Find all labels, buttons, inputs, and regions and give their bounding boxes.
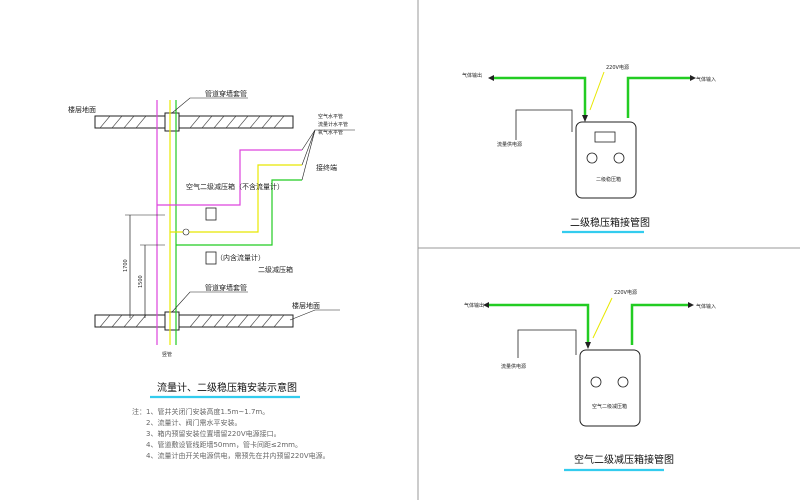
rt-regulator-box: [575, 121, 637, 199]
rb-power-label: 220V电源: [614, 289, 637, 296]
magenta-branch: [157, 149, 302, 206]
rb-power-leader: [592, 297, 613, 339]
top-floor-slab: [94, 115, 294, 129]
right-bottom-diagram: 气体输出 气体输入 220V电源 流量供电源 空气二级减压箱 空气二级减压箱接管…: [464, 289, 716, 472]
lower-regulator-box: [205, 251, 217, 265]
right-top-diagram: 气体输出 气体输入 220V电源 流量供电源 二级稳压箱 二级稳压箱接管图: [462, 64, 716, 234]
lower-regulator-label-2: 二级减压箱: [258, 265, 293, 274]
rt-arrow-left: [488, 75, 494, 81]
rt-power-label: 220V电源: [606, 64, 629, 71]
vertical-pipe-label: 竖管: [162, 351, 172, 358]
leader-sleeve-bottom: [171, 291, 248, 313]
rt-box-label: 二级稳压箱: [596, 176, 621, 183]
note-2: 2、流量计、阀门需水平安装。: [146, 418, 241, 427]
yellow-branch: [170, 164, 302, 233]
rb-gauge-left-icon: [590, 376, 602, 388]
top-sleeve: [164, 112, 180, 132]
rt-power-leader: [589, 71, 605, 111]
note-5: 4、流量计由开关电源供电，需预先在井内预留220V电源。: [146, 451, 330, 460]
air-cable-label-3: 氧气水平管: [318, 129, 343, 136]
leader-floor-bottom: [289, 309, 340, 321]
dim-label-1500: 1500: [138, 275, 144, 288]
note-1: 注：1、管井关闭门安装高度1.5m~1.7m。: [132, 407, 269, 416]
rt-gauge-left-icon: [586, 152, 598, 164]
note-4: 4、管道敷设管线距墙50mm，管卡间距≤2mm。: [146, 440, 302, 449]
rt-green-pipe-in: [492, 76, 587, 118]
rb-box-label: 空气二级减压箱: [592, 403, 627, 410]
bottom-floor-slab: [94, 314, 294, 328]
floor-top-label: 楼层地面: [68, 105, 96, 114]
green-branch: [176, 179, 302, 246]
sleeve-bottom-label: 管道穿墙套管: [205, 283, 247, 292]
lower-regulator-label: （内含流量计）: [216, 253, 265, 262]
rb-gauge-right-icon: [617, 376, 629, 388]
outlet-label: 接终端: [316, 163, 337, 172]
dim-label-1700: 1700: [123, 259, 129, 272]
rb-green-pipe-in: [487, 303, 590, 345]
rb-flow-label: 流量供电源: [501, 363, 526, 370]
rb-regulator-box: [579, 349, 641, 427]
rt-arrow-down: [582, 115, 588, 122]
air-cable-label-1: 空气水平管: [318, 113, 343, 120]
rb-arrow-down: [585, 342, 591, 349]
rb-gas-out-label: 气体输出: [464, 302, 484, 309]
rb-green-pipe-out: [630, 303, 688, 345]
floor-bottom-label: 楼层地面: [292, 301, 320, 310]
rt-flow-line: [515, 109, 573, 140]
rb-title: 空气二级减压箱接管图: [574, 453, 674, 466]
left-title: 流量计、二级稳压箱安装示意图: [157, 381, 297, 394]
rb-flow-line: [517, 329, 577, 358]
rt-arrow-right: [690, 75, 696, 81]
air-cable-label-2: 流量计水平管: [318, 121, 348, 128]
upper-regulator-label: 空气二级减压箱（不含流量计）: [186, 182, 284, 191]
note-3: 3、箱内预留安装位置墙留220V电源接口。: [146, 429, 281, 438]
rb-arrow-left: [483, 302, 489, 308]
rb-gas-in-label: 气体输入: [696, 303, 716, 310]
upper-regulator-box: [205, 207, 217, 221]
rt-title: 二级稳压箱接管图: [570, 216, 650, 229]
rt-gas-out-label: 气体输出: [462, 72, 482, 79]
rb-arrow-right: [688, 302, 694, 308]
bottom-sleeve: [164, 311, 180, 331]
sleeve-top-label: 管道穿墙套管: [205, 89, 247, 98]
left-installation-diagram: 1700 1500 楼层地面 管道穿墙套管 空气水平管 流量计水平管 氧气水平管…: [68, 89, 355, 460]
valve-icon: [182, 228, 190, 236]
rt-display: [594, 131, 616, 143]
rt-gas-in-label: 气体输入: [696, 76, 716, 83]
rt-flow-label: 流量供电源: [497, 141, 522, 148]
leader-sleeve-top: [171, 97, 248, 114]
rt-green-pipe-out: [626, 76, 690, 118]
rt-gauge-right-icon: [613, 152, 625, 164]
